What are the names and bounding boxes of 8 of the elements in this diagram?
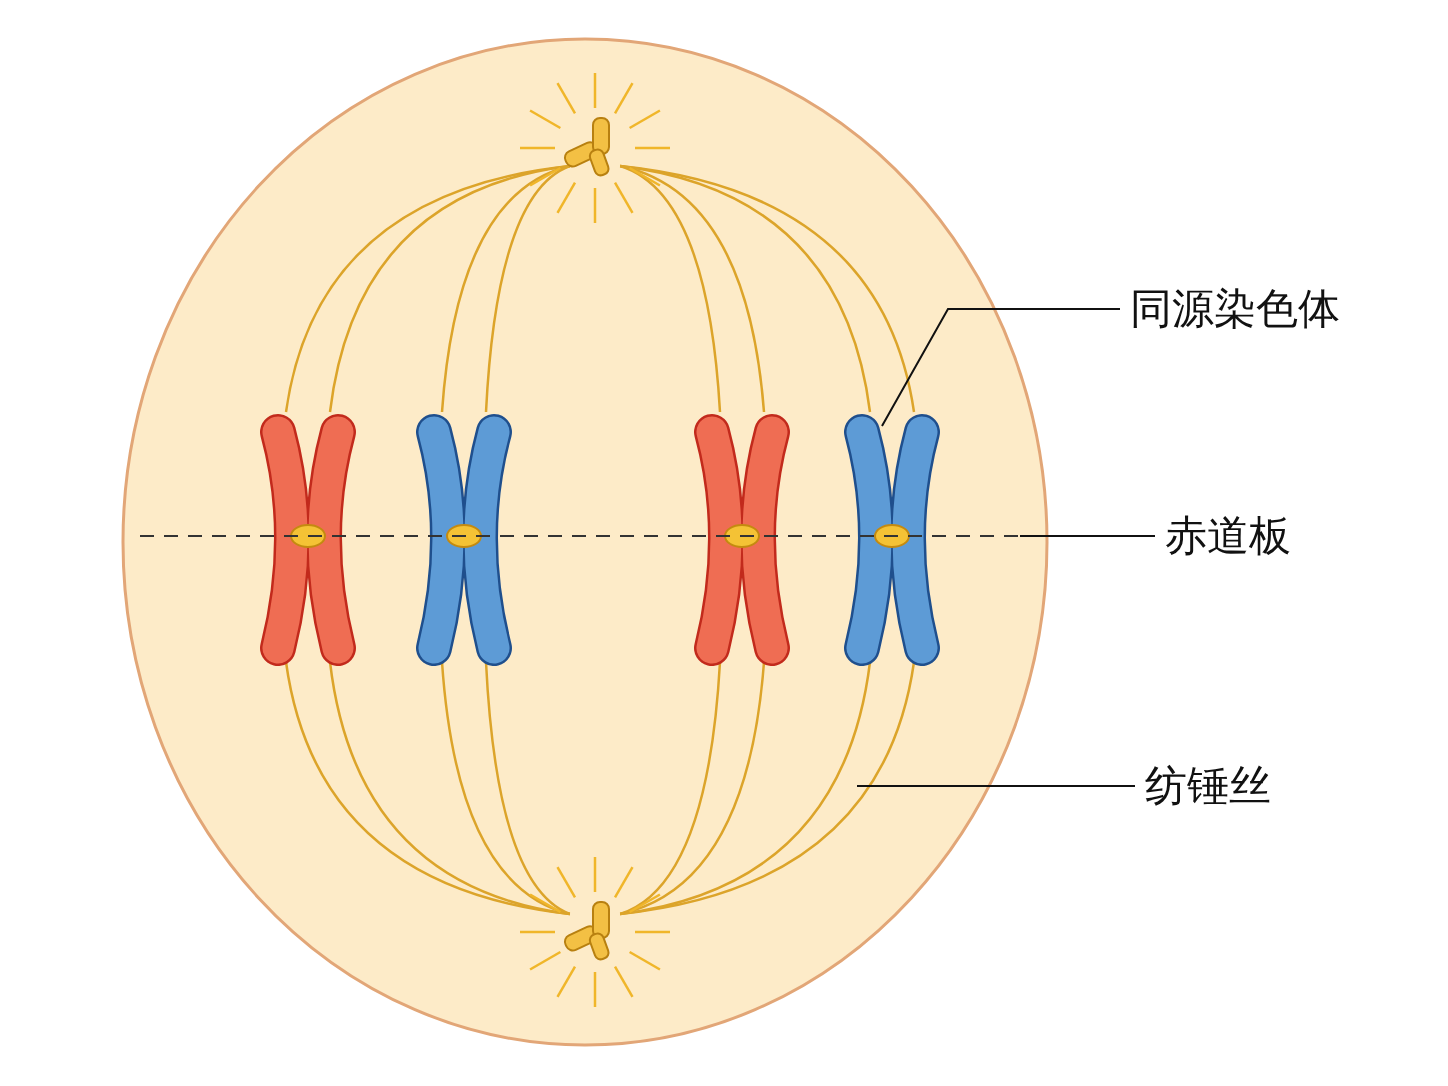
callout-label: 纺锤丝 <box>1145 763 1271 810</box>
leader-line <box>856 785 1136 788</box>
callout-label: 同源染色体 <box>1130 286 1340 333</box>
leader-line <box>881 308 1121 427</box>
equatorial-plate-line <box>139 535 1021 537</box>
chromosome <box>844 414 940 666</box>
leader-line <box>1019 535 1156 538</box>
callout-label: 赤道板 <box>1165 513 1291 560</box>
